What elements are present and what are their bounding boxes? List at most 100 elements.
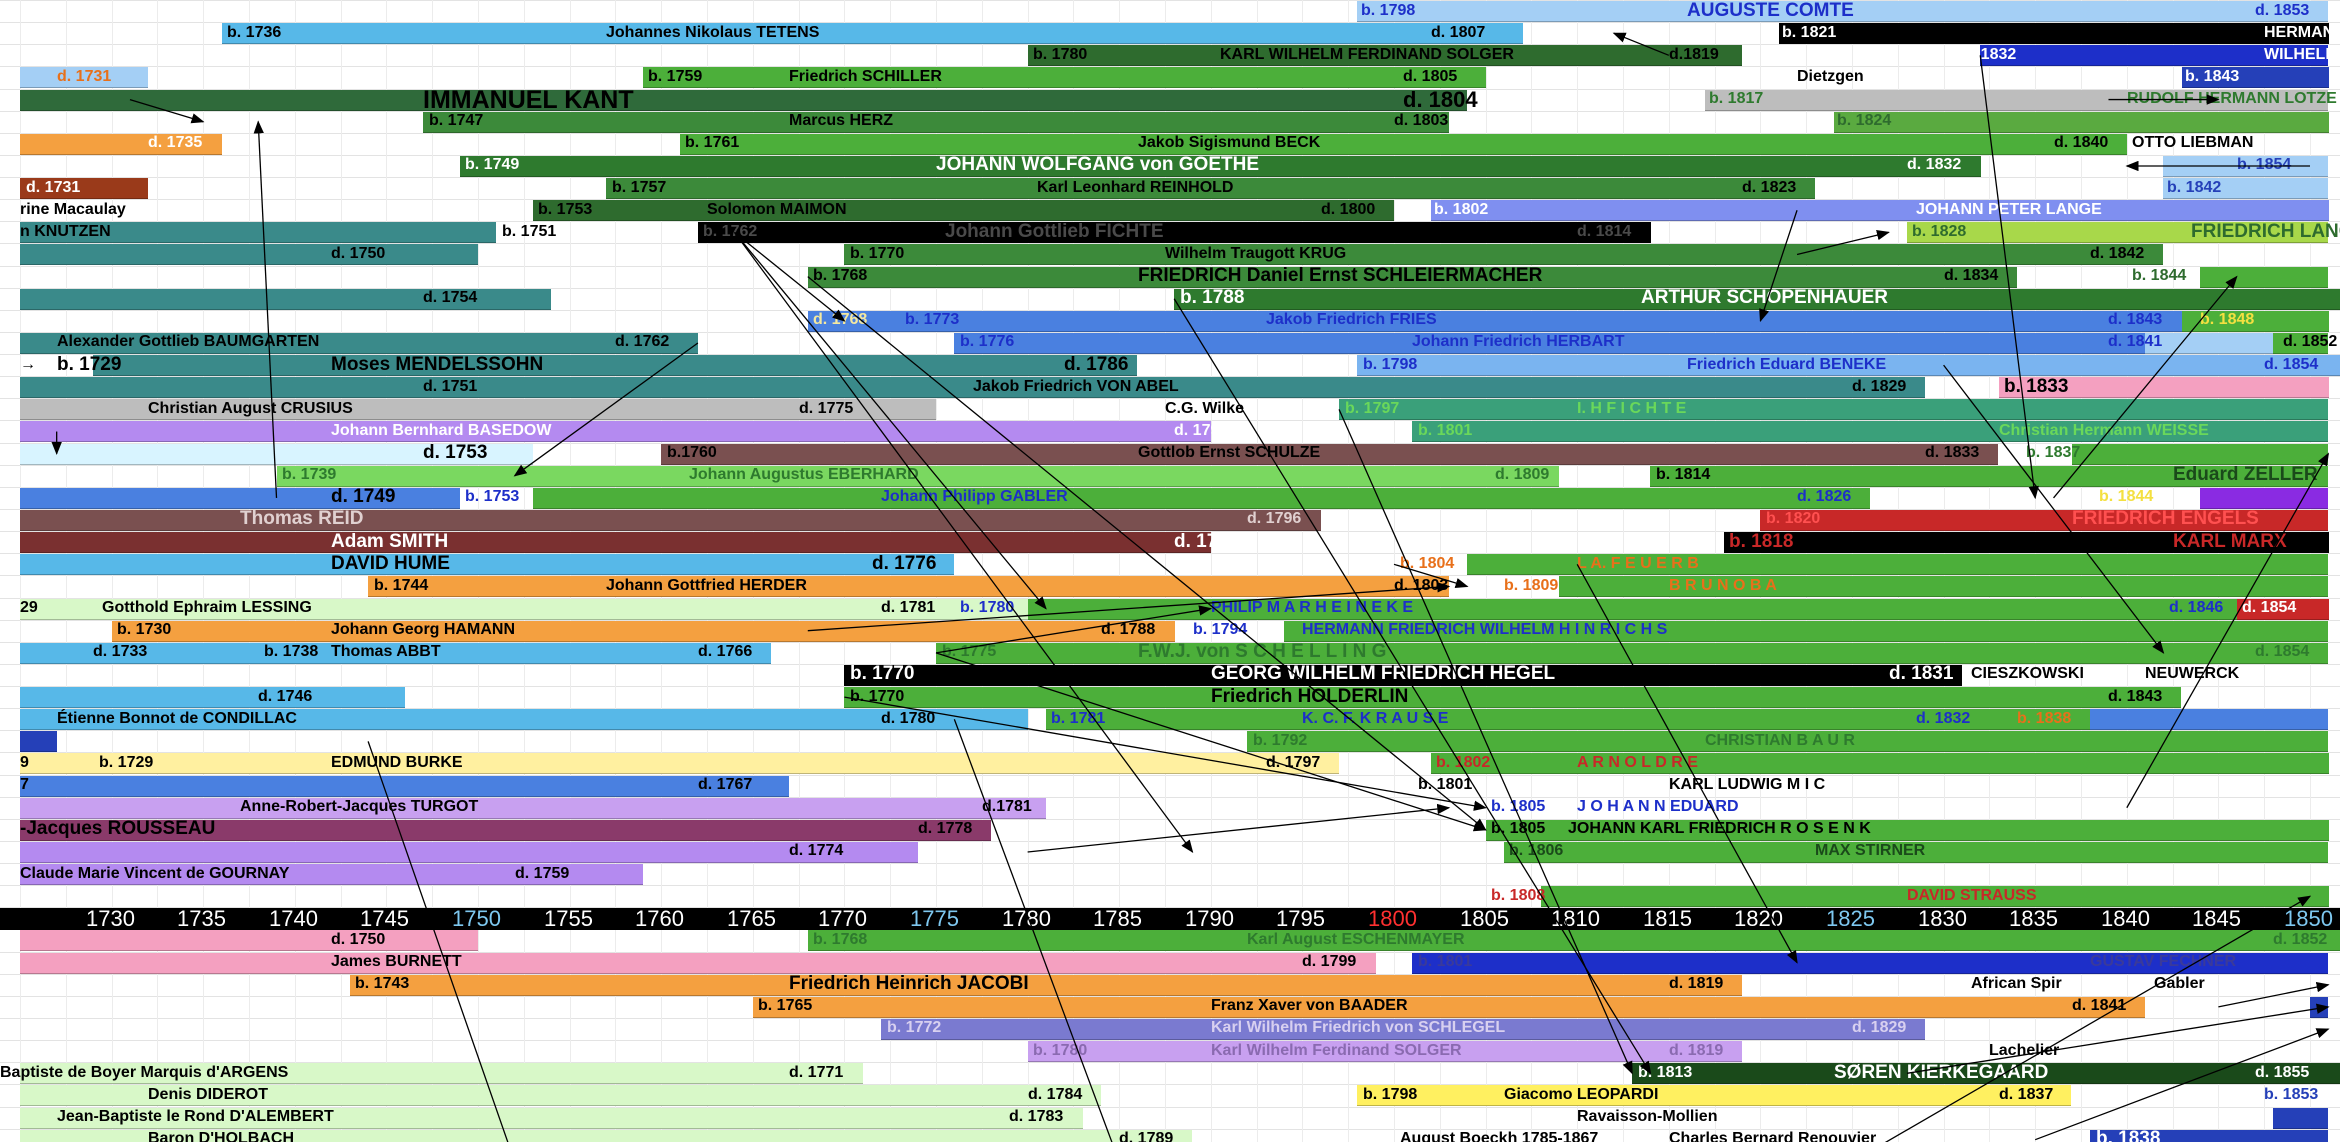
timeline-label: d. 1854 bbox=[2264, 356, 2319, 373]
timeline-label: d. 1766 bbox=[698, 643, 753, 660]
timeline-label: Johann Philipp GABLER bbox=[881, 488, 1068, 505]
timeline-label: Alexander Gottlieb BAUMGARTEN bbox=[57, 333, 320, 350]
year-tick-label: 1805 bbox=[1460, 906, 1509, 931]
influence-arrow bbox=[1979, 55, 2039, 500]
timeline-label: FRIEDRICH Daniel Ernst SCHLEIERMACHER bbox=[1138, 265, 1543, 286]
timeline-label: d. 1819 bbox=[1669, 1042, 1724, 1059]
lifespan-bar bbox=[20, 753, 1339, 774]
timeline-label: d. 1803 bbox=[1394, 112, 1449, 129]
timeline-label: b. 1808 bbox=[1491, 887, 1546, 904]
year-tick-label: 1800 bbox=[1368, 906, 1417, 931]
column-gridline bbox=[1257, 0, 1258, 1142]
timeline-label: d. 1733 bbox=[93, 643, 148, 660]
row-gridline bbox=[0, 133, 2340, 134]
influence-arrow bbox=[844, 696, 1487, 811]
lifespan-bar bbox=[368, 576, 1449, 597]
lifespan-bar bbox=[1779, 23, 2329, 44]
timeline-label: d. 1853 bbox=[2255, 2, 2310, 19]
timeline-label: d. 1834 bbox=[1944, 267, 1999, 284]
lifespan-bar bbox=[606, 178, 1815, 199]
timeline-label: d. 1854 bbox=[2242, 599, 2297, 616]
lifespan-bar bbox=[20, 377, 1925, 398]
lifespan-bar bbox=[1467, 554, 2328, 575]
timeline-label: Jean-Baptiste le Rond D'ALEMBERT bbox=[57, 1108, 334, 1125]
lifespan-bar bbox=[808, 267, 2017, 288]
row-gridline bbox=[0, 354, 2340, 355]
timeline-label: 29 bbox=[20, 599, 38, 616]
timeline-label: d. 1771 bbox=[789, 1064, 844, 1081]
timeline-label: Adam SMITH bbox=[331, 531, 449, 552]
timeline-label: Moses MENDELSSOHN bbox=[331, 354, 544, 375]
column-gridline bbox=[1073, 0, 1074, 1142]
year-tick-label: 1835 bbox=[2009, 906, 2058, 931]
timeline-label: d. 1731 bbox=[26, 179, 81, 196]
timeline-label: Marcus HERZ bbox=[789, 112, 894, 129]
timeline-label: d. 1814 bbox=[1577, 223, 1632, 240]
row-gridline bbox=[0, 664, 2340, 665]
lifespan-bar bbox=[20, 333, 698, 354]
timeline-label: b. 1813 bbox=[1638, 1064, 1693, 1081]
timeline-label: Karl August ESCHENMAYER bbox=[1247, 931, 1465, 948]
timeline-label: Claude Marie Vincent de GOURNAY bbox=[20, 865, 290, 882]
timeline-label: b. 1854 bbox=[2237, 156, 2292, 173]
timeline-label: d. 1797 bbox=[1266, 754, 1321, 771]
timeline-label: 9 bbox=[20, 754, 29, 771]
column-gridline bbox=[1440, 0, 1441, 1142]
year-tick-label: 1840 bbox=[2101, 906, 2150, 931]
timeline-label: b. 1761 bbox=[685, 134, 740, 151]
influence-arrow bbox=[1612, 32, 1670, 56]
timeline-label: NEUWERCK bbox=[2145, 665, 2240, 682]
row-gridline bbox=[0, 310, 2340, 311]
timeline-label: Friedrich Heinrich JACOBI bbox=[789, 973, 1029, 994]
timeline-label: Gotthold Ephraim LESSING bbox=[102, 599, 312, 616]
lifespan-bar bbox=[20, 798, 1046, 819]
row-gridline bbox=[0, 199, 2340, 200]
timeline-label: d. 1775 bbox=[799, 400, 854, 417]
lifespan-bar bbox=[2273, 333, 2328, 354]
row-gridline bbox=[0, 221, 2340, 222]
row-gridline bbox=[0, 1018, 2340, 1019]
column-gridline bbox=[1119, 0, 1120, 1142]
lifespan-bar bbox=[277, 466, 1559, 487]
timeline-label: ARTHUR SCHOPENHAUER bbox=[1641, 287, 1889, 308]
row-gridline bbox=[0, 243, 2340, 244]
lifespan-bar bbox=[808, 311, 2182, 332]
timeline-label: CHRISTIAN B A U R bbox=[1705, 732, 1855, 749]
lifespan-bar bbox=[20, 864, 643, 885]
timeline-label: Friedrich Eduard BENEKE bbox=[1687, 356, 1887, 373]
influence-arrow bbox=[1027, 803, 1451, 853]
timeline-label: d. 1832 bbox=[1916, 710, 1971, 727]
row-gridline bbox=[0, 1040, 2340, 1041]
lifespan-bar bbox=[20, 399, 936, 420]
timeline-label: d. 1774 bbox=[789, 842, 844, 859]
influence-arrow bbox=[2218, 981, 2330, 1008]
lifespan-bar bbox=[20, 554, 954, 575]
influence-arrow bbox=[1338, 409, 1633, 1075]
timeline-label: d. 1754 bbox=[423, 289, 478, 306]
row-gridline bbox=[0, 155, 2340, 156]
timeline-label: b. 1804 bbox=[1400, 555, 1455, 572]
column-gridline bbox=[1302, 0, 1303, 1142]
lifespan-bar bbox=[1724, 532, 2329, 553]
timeline-label: Johann Gottlieb FICHTE bbox=[945, 221, 1164, 242]
timeline-label: HERMAN bbox=[2264, 24, 2335, 41]
year-tick-label: 1830 bbox=[1918, 906, 1967, 931]
timeline-label: DAVID HUME bbox=[331, 553, 450, 574]
timeline-label: WILHELM bbox=[2264, 46, 2339, 63]
influence-arrow bbox=[935, 652, 1487, 832]
lifespan-bar bbox=[2090, 709, 2328, 730]
lifespan-bar bbox=[20, 643, 771, 664]
lifespan-bar bbox=[881, 1019, 1925, 1040]
lifespan-bar bbox=[2200, 488, 2328, 509]
timeline-label: b. 1788 bbox=[1180, 287, 1245, 308]
lifespan-bar bbox=[1247, 731, 2328, 752]
timeline-label: d. 1776 bbox=[872, 553, 937, 574]
timeline-label: d. 1735 bbox=[148, 134, 203, 151]
timeline-label: b. 1842 bbox=[2167, 179, 2222, 196]
lifespan-bar bbox=[20, 421, 1211, 442]
lifespan-bar bbox=[20, 1130, 1192, 1142]
row-gridline bbox=[0, 1129, 2340, 1130]
lifespan-bar bbox=[460, 156, 1981, 177]
timeline-label: DAVID STRAUSS bbox=[1907, 887, 2037, 904]
timeline-label: b. 1814 bbox=[1656, 466, 1711, 483]
